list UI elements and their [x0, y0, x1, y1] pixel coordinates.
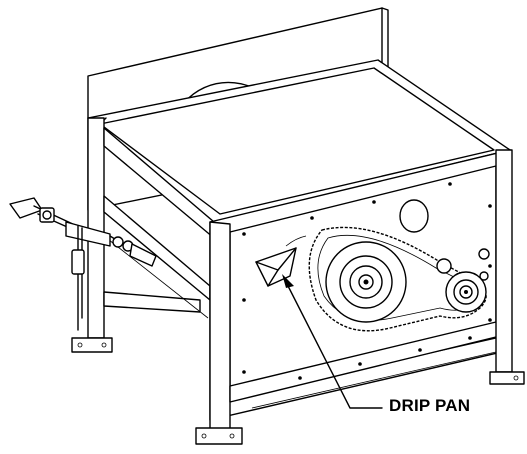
- left-frame: [71, 117, 215, 353]
- drip-pan: [255, 235, 307, 287]
- drip-pan-label: DRIP PAN: [389, 396, 471, 415]
- small-sprocket: [445, 271, 487, 313]
- drip-pan-leader: [282, 274, 383, 409]
- control-linkage: [9, 197, 157, 331]
- chain-drive: [308, 226, 490, 332]
- large-sprocket: [325, 241, 407, 323]
- top-frame: [87, 59, 511, 223]
- panel-bolts: [242, 182, 492, 380]
